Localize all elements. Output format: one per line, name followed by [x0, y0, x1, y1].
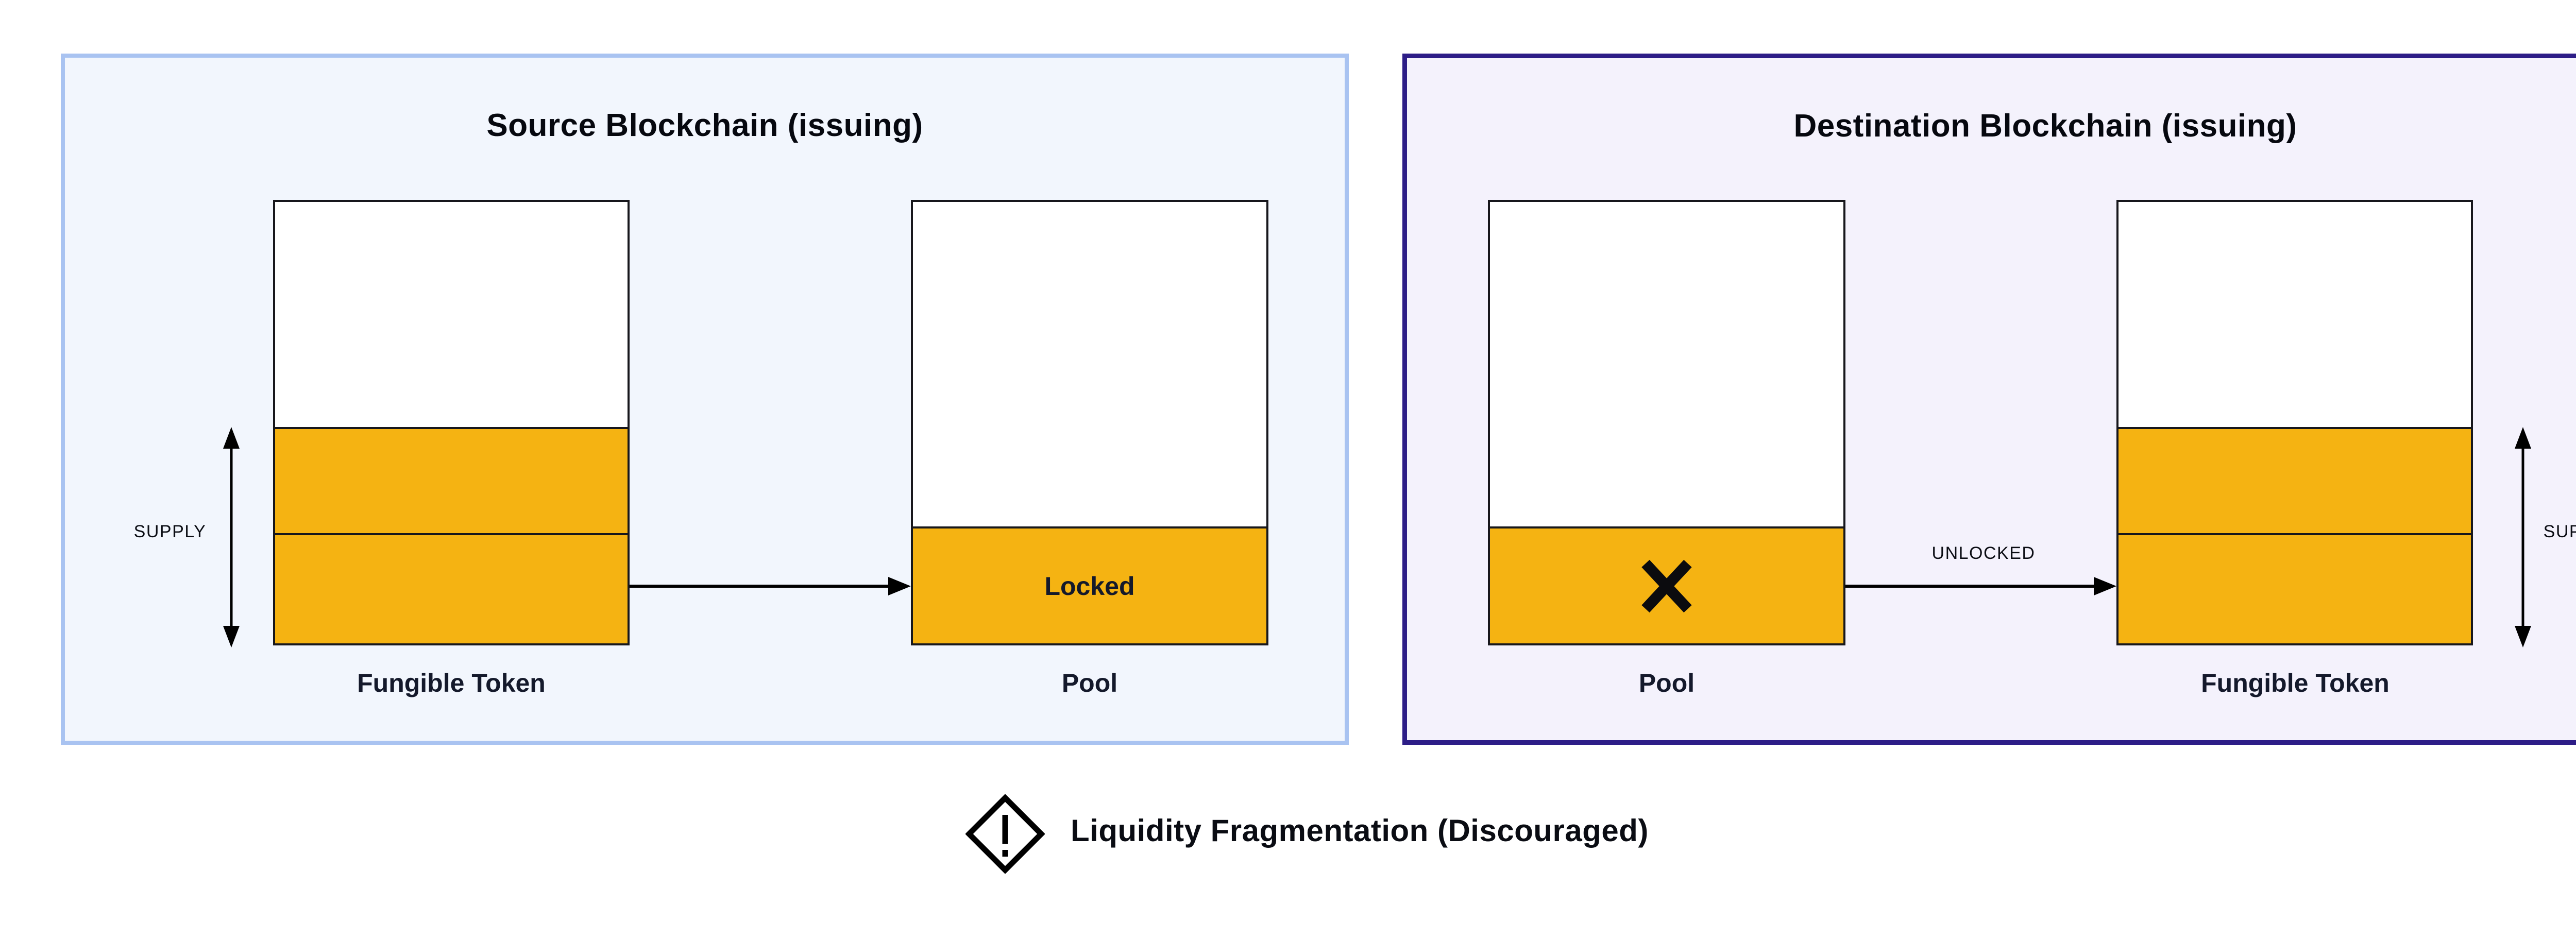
- caption-text: Liquidity Fragmentation (Discouraged): [1071, 813, 1649, 848]
- source-pool-empty-segment: [913, 202, 1266, 528]
- destination-fungible-token-bar: [2116, 200, 2473, 645]
- source-blockchain-panel: Source Blockchain (issuing) SUPPLY Fungi…: [61, 54, 1349, 745]
- source-pool-label: Pool: [1061, 669, 1118, 697]
- source-lock-arrow-icon: [630, 577, 911, 595]
- source-supply-range-arrow-icon: [223, 427, 240, 647]
- destination-blockchain-panel: Destination Blockchain (issuing) Pool UN…: [1402, 54, 2576, 745]
- destination-unlock-arrow-icon: [1845, 577, 2116, 595]
- destination-pool-box: [1488, 200, 1845, 645]
- destination-token-supply-segment-lower: [2119, 535, 2471, 643]
- destination-pool-unlocked-segment: [1490, 528, 1843, 643]
- x-mark-icon: [1641, 559, 1692, 612]
- destination-pool-empty-segment: [1490, 202, 1843, 528]
- locked-label: Locked: [1044, 571, 1135, 601]
- destination-fungible-token-label: Fungible Token: [2201, 669, 2389, 697]
- source-fungible-token-label: Fungible Token: [357, 669, 546, 697]
- destination-pool-label: Pool: [1638, 669, 1695, 697]
- destination-token-supply-segment-upper: [2119, 429, 2471, 535]
- source-pool-box: Locked: [911, 200, 1268, 645]
- source-token-unissued-segment: [275, 202, 628, 429]
- unlocked-label: UNLOCKED: [1931, 543, 2036, 563]
- source-fungible-token-bar: [273, 200, 630, 645]
- source-token-supply-segment-upper: [275, 429, 628, 535]
- destination-supply-range-arrow-icon: [2515, 427, 2531, 647]
- destination-panel-title: Destination Blockchain (issuing): [1793, 108, 2297, 144]
- source-pool-locked-segment: Locked: [913, 528, 1266, 643]
- destination-supply-label: SUPPLY: [2543, 522, 2576, 541]
- source-supply-label: SUPPLY: [133, 522, 207, 541]
- destination-token-unissued-segment: [2119, 202, 2471, 429]
- warning-diamond-icon: [965, 794, 1045, 874]
- source-token-supply-segment-lower: [275, 535, 628, 643]
- source-panel-title: Source Blockchain (issuing): [486, 108, 923, 143]
